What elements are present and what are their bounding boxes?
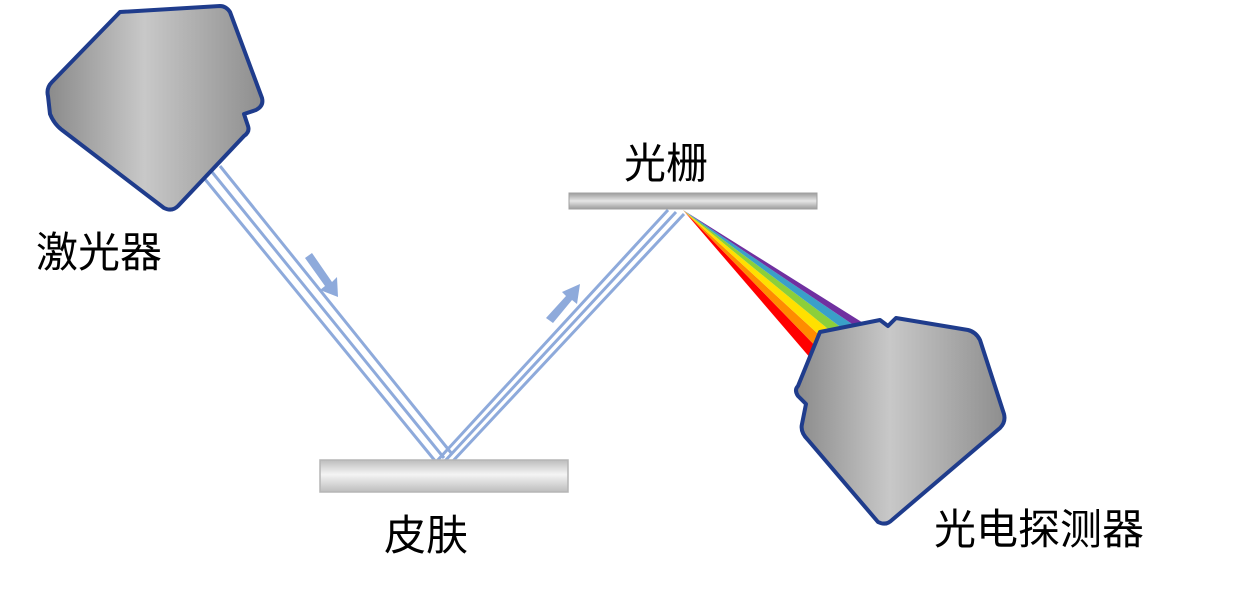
reflected-arrow-icon xyxy=(546,284,580,323)
incident-arrow-icon xyxy=(305,253,338,297)
laser-label: 激光器 xyxy=(36,228,163,277)
grating-label: 光栅 xyxy=(624,139,709,188)
skin-label: 皮肤 xyxy=(384,511,469,560)
grating-bar xyxy=(568,192,818,210)
incident-beam xyxy=(202,165,454,463)
photodetector-label: 光电探测器 xyxy=(934,505,1145,554)
skin-bar xyxy=(319,459,569,493)
reflected-beam xyxy=(434,208,686,464)
spectrum-fan xyxy=(683,210,868,367)
laser-icon xyxy=(45,4,265,212)
photodetector-icon xyxy=(794,316,1007,526)
